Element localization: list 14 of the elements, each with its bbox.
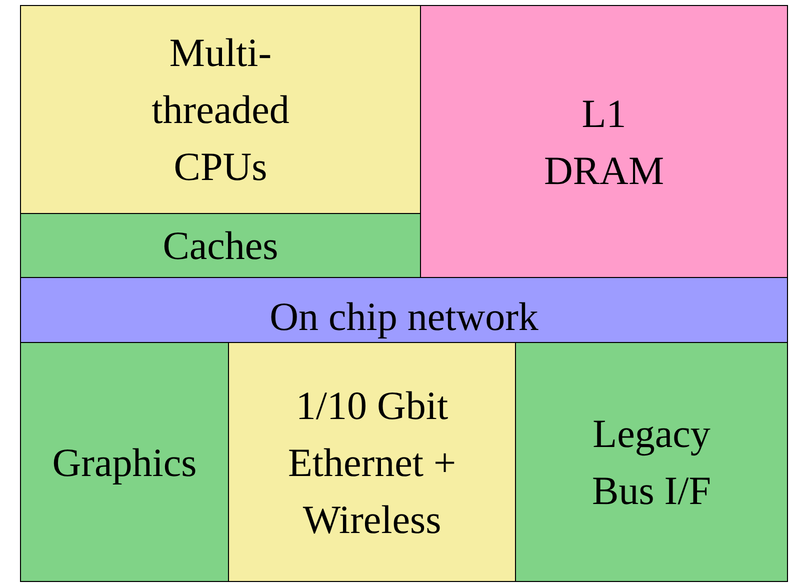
block-label: L1 DRAM bbox=[542, 90, 666, 194]
dram-block bbox=[420, 5, 788, 278]
block-label: Legacy Bus I/F bbox=[591, 410, 712, 515]
block-label: Graphics bbox=[52, 438, 197, 486]
block-label: Multi- threaded CPUs bbox=[150, 29, 290, 191]
bus-interface-block bbox=[515, 342, 788, 582]
cache-block bbox=[20, 213, 421, 278]
block-label: 1/10 Gbit Ethernet + Wireless bbox=[287, 382, 457, 544]
graphics-block bbox=[20, 342, 229, 582]
network-band bbox=[20, 277, 788, 343]
block-label: Caches bbox=[162, 222, 278, 270]
ethernet-block bbox=[228, 342, 516, 582]
cpu-block bbox=[20, 5, 421, 214]
block-label: On chip network bbox=[270, 292, 538, 340]
